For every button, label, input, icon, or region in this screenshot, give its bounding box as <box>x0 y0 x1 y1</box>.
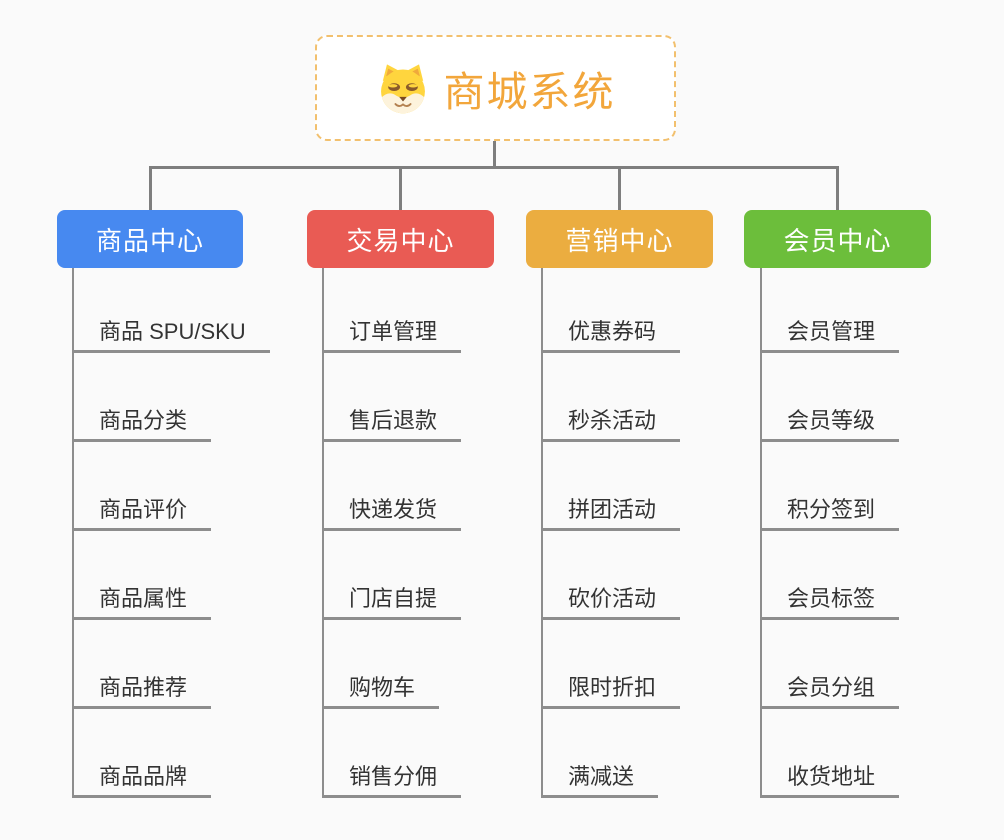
dog-face-icon <box>376 61 430 115</box>
leaf-topic[interactable]: 秒杀活动 <box>541 404 681 442</box>
leaf-topic[interactable]: 门店自提 <box>322 582 462 620</box>
branch-node-1[interactable]: 商品中心 <box>57 210 243 268</box>
leaf-topic[interactable]: 砍价活动 <box>541 582 681 620</box>
connector-horizontal-bar <box>149 166 839 169</box>
connector-root-stem <box>493 139 496 168</box>
leaf-topic[interactable]: 商品品牌 <box>72 760 212 798</box>
branch-node-4[interactable]: 会员中心 <box>744 210 931 268</box>
connector-column-line <box>72 268 74 798</box>
leaf-topic[interactable]: 会员分组 <box>760 671 900 709</box>
leaf-topic[interactable]: 商品推荐 <box>72 671 212 709</box>
connector-branch-drop <box>399 166 402 210</box>
connector-branch-drop <box>836 166 839 210</box>
leaf-topic[interactable]: 会员管理 <box>760 315 900 353</box>
leaf-topic[interactable]: 会员标签 <box>760 582 900 620</box>
leaf-topic[interactable]: 商品 SPU/SKU <box>72 315 270 353</box>
leaf-topic[interactable]: 积分签到 <box>760 493 900 531</box>
leaf-topic[interactable]: 商品评价 <box>72 493 212 531</box>
leaf-topic[interactable]: 限时折扣 <box>541 671 681 709</box>
leaf-topic[interactable]: 拼团活动 <box>541 493 681 531</box>
connector-column-line <box>541 268 543 798</box>
connector-branch-drop <box>149 166 152 210</box>
branch-node-3[interactable]: 营销中心 <box>526 210 713 268</box>
leaf-topic[interactable]: 购物车 <box>322 671 440 709</box>
leaf-topic[interactable]: 收货地址 <box>760 760 900 798</box>
leaf-topic[interactable]: 快递发货 <box>322 493 462 531</box>
leaf-topic[interactable]: 满减送 <box>541 760 659 798</box>
root-node[interactable]: 商城系统 <box>315 35 676 141</box>
connector-column-line <box>760 268 762 798</box>
connector-column-line <box>322 268 324 798</box>
leaf-topic[interactable]: 会员等级 <box>760 404 900 442</box>
root-title: 商城系统 <box>443 69 616 115</box>
connector-branch-drop <box>618 166 621 210</box>
leaf-topic[interactable]: 商品属性 <box>72 582 212 620</box>
leaf-topic[interactable]: 销售分佣 <box>322 760 462 798</box>
leaf-topic[interactable]: 售后退款 <box>322 404 462 442</box>
leaf-topic[interactable]: 商品分类 <box>72 404 212 442</box>
branch-node-2[interactable]: 交易中心 <box>307 210 494 268</box>
leaf-topic[interactable]: 优惠券码 <box>541 315 681 353</box>
leaf-topic[interactable]: 订单管理 <box>322 315 462 353</box>
